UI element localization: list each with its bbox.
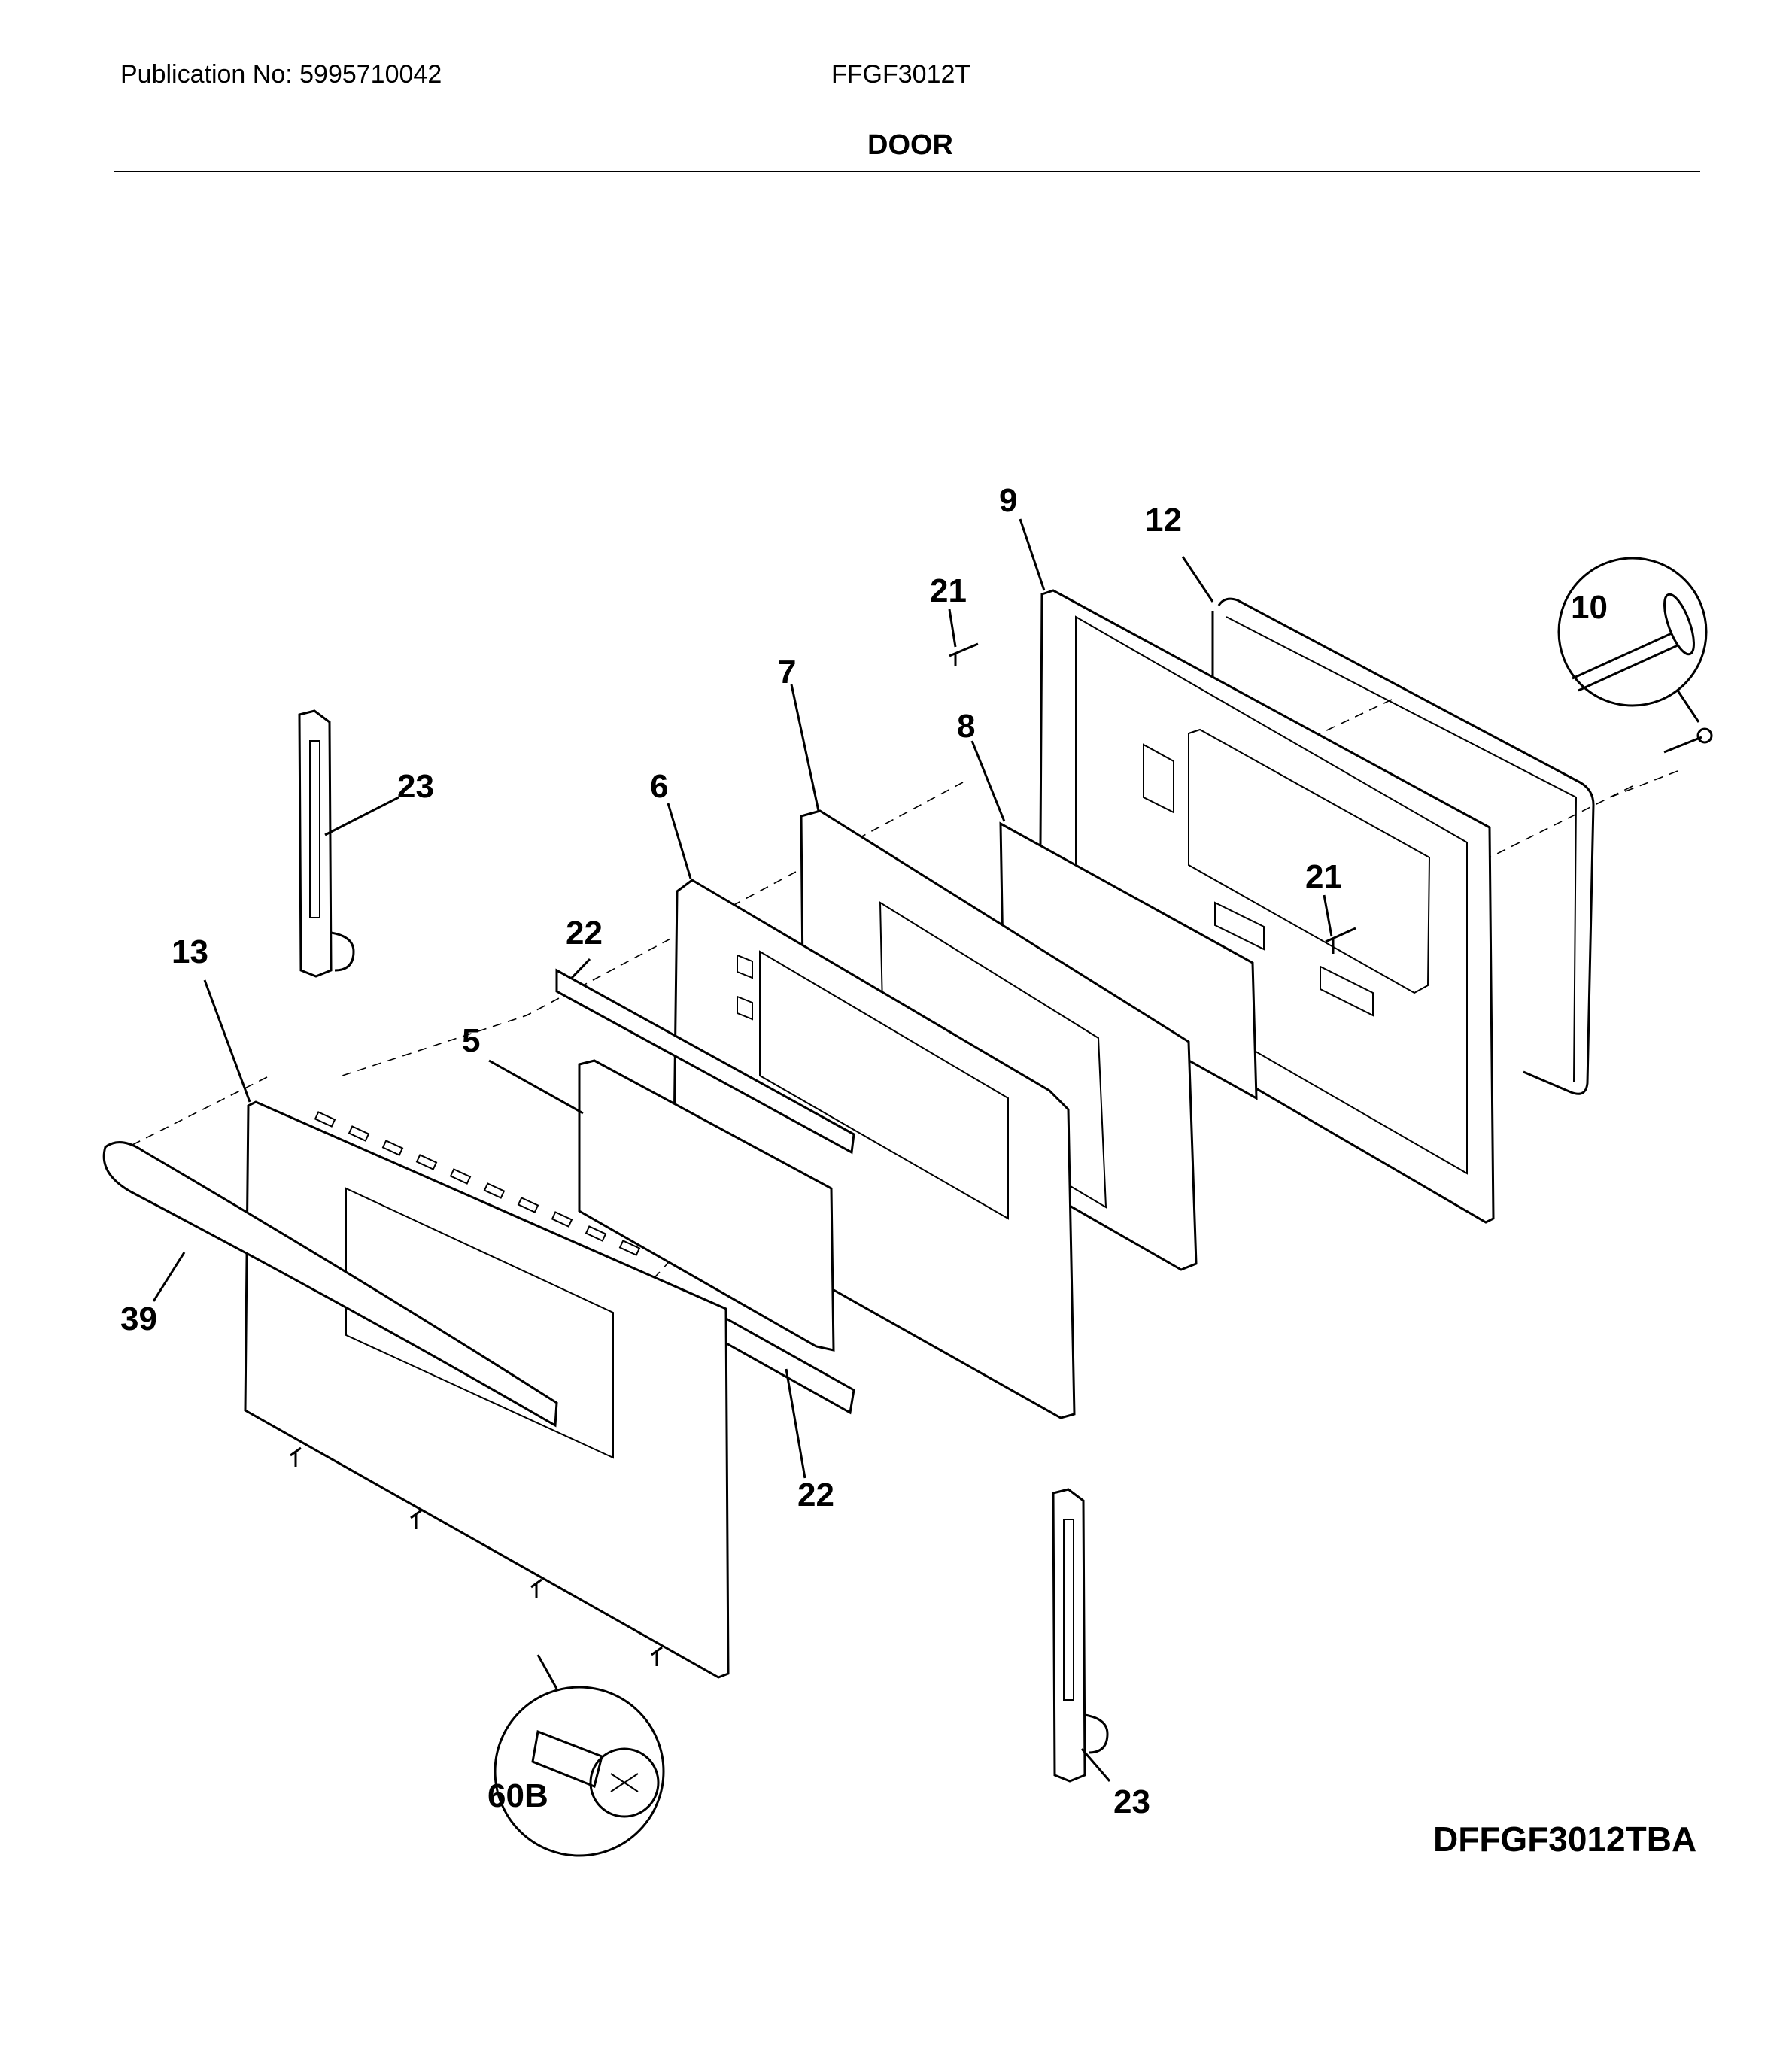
- callout-23-upper: 23: [397, 768, 434, 805]
- leader-22-bottom: [785, 1368, 806, 1479]
- callout-5: 5: [462, 1022, 480, 1059]
- assembly-axis-gasket: [1609, 770, 1678, 798]
- callout-39: 39: [120, 1301, 157, 1337]
- door-pin-upper: [949, 642, 979, 666]
- assembly-axis-handle-top: [120, 1076, 268, 1152]
- callout-12: 12: [1145, 502, 1182, 539]
- callout-13: 13: [172, 933, 208, 970]
- header-divider: [114, 171, 1700, 172]
- screw-bottom-3: [530, 1578, 542, 1598]
- screw-detail: [1557, 557, 1713, 754]
- screw-bottom-2: [410, 1509, 422, 1529]
- leader-23-upper: [324, 796, 399, 836]
- hinge-lower: [1052, 1488, 1109, 1783]
- leader-12: [1181, 556, 1214, 603]
- screw-bottom-1: [290, 1446, 302, 1467]
- callout-23-lower: 23: [1113, 1783, 1150, 1820]
- callout-21-upper: 21: [930, 572, 967, 609]
- screw-bottom-4: [651, 1646, 663, 1666]
- callout-21-lower: 21: [1305, 858, 1342, 895]
- leader-22-top: [570, 958, 591, 979]
- leader-23-lower: [1080, 1748, 1111, 1782]
- callout-6: 6: [650, 768, 668, 805]
- callout-9: 9: [999, 482, 1017, 519]
- glass-retainer-top: [555, 968, 855, 1155]
- screw-60b-detail: [494, 1654, 665, 1857]
- door-pin-lower: [1325, 927, 1356, 954]
- leader-7: [790, 684, 820, 812]
- callout-22-bottom: 22: [797, 1477, 834, 1513]
- publication-number: Publication No: 5995710042: [120, 60, 442, 89]
- diagram-code: DFFGF3012TBA: [1433, 1820, 1697, 1859]
- model-number: FFGF3012T: [831, 60, 971, 89]
- leader-13: [203, 979, 251, 1103]
- window-glass: [578, 1059, 835, 1352]
- leader-5: [488, 1059, 584, 1115]
- callout-22-top: 22: [566, 915, 603, 952]
- leader-8: [970, 740, 1006, 822]
- hinge-upper: [298, 709, 355, 978]
- leader-39: [152, 1252, 186, 1302]
- leader-21-lower: [1323, 894, 1333, 937]
- page-title: DOOR: [867, 129, 953, 161]
- leader-21-upper: [948, 609, 957, 648]
- callout-7: 7: [778, 654, 796, 691]
- callout-8: 8: [957, 708, 975, 745]
- callout-60b: 60B: [487, 1777, 548, 1814]
- door-handle: [102, 1141, 558, 1428]
- callout-10: 10: [1571, 589, 1608, 626]
- leader-9: [1019, 518, 1046, 591]
- leader-6: [667, 803, 692, 879]
- insulation-panel: [999, 821, 1258, 1100]
